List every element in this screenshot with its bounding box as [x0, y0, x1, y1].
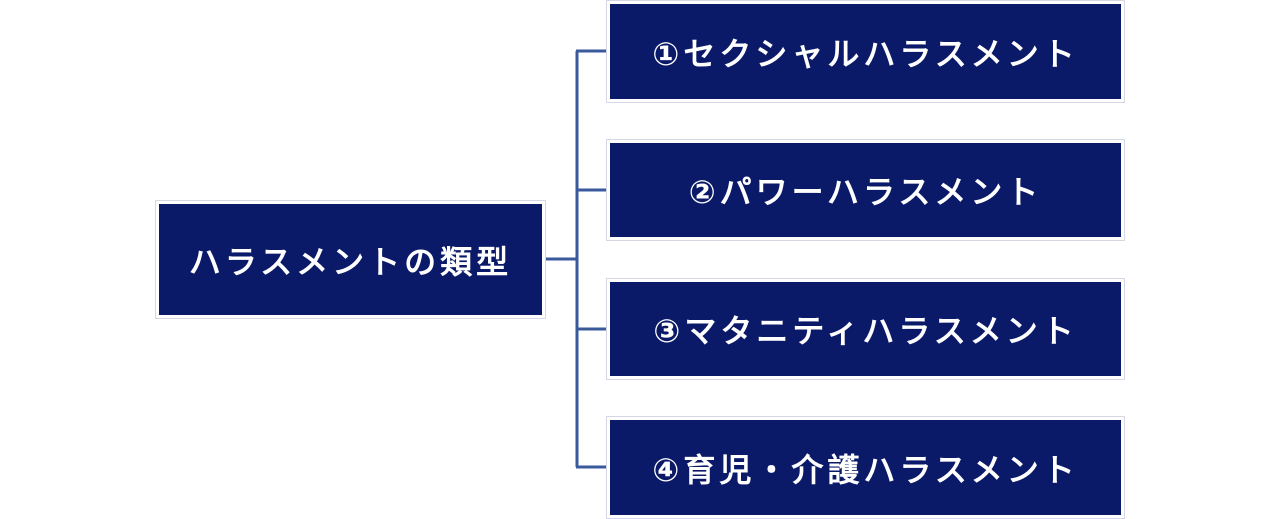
sexual-harassment-label: ①セクシャルハラスメント — [652, 34, 1079, 73]
childcare-nursing-harassment-node: ④育児・介護ハラスメント — [606, 416, 1125, 519]
root-node-label: ハラスメントの類型 — [188, 242, 513, 281]
maternity-harassment-label: ③マタニティハラスメント — [653, 312, 1078, 350]
power-harassment-node: ②パワーハラスメント — [606, 139, 1125, 241]
maternity-harassment-node: ③マタニティハラスメント — [606, 278, 1125, 380]
root-node: ハラスメントの類型 — [155, 200, 546, 319]
power-harassment-label: ②パワーハラスメント — [688, 173, 1043, 211]
childcare-nursing-harassment-label: ④育児・介護ハラスメント — [652, 450, 1079, 489]
sexual-harassment-node: ①セクシャルハラスメント — [606, 0, 1125, 103]
